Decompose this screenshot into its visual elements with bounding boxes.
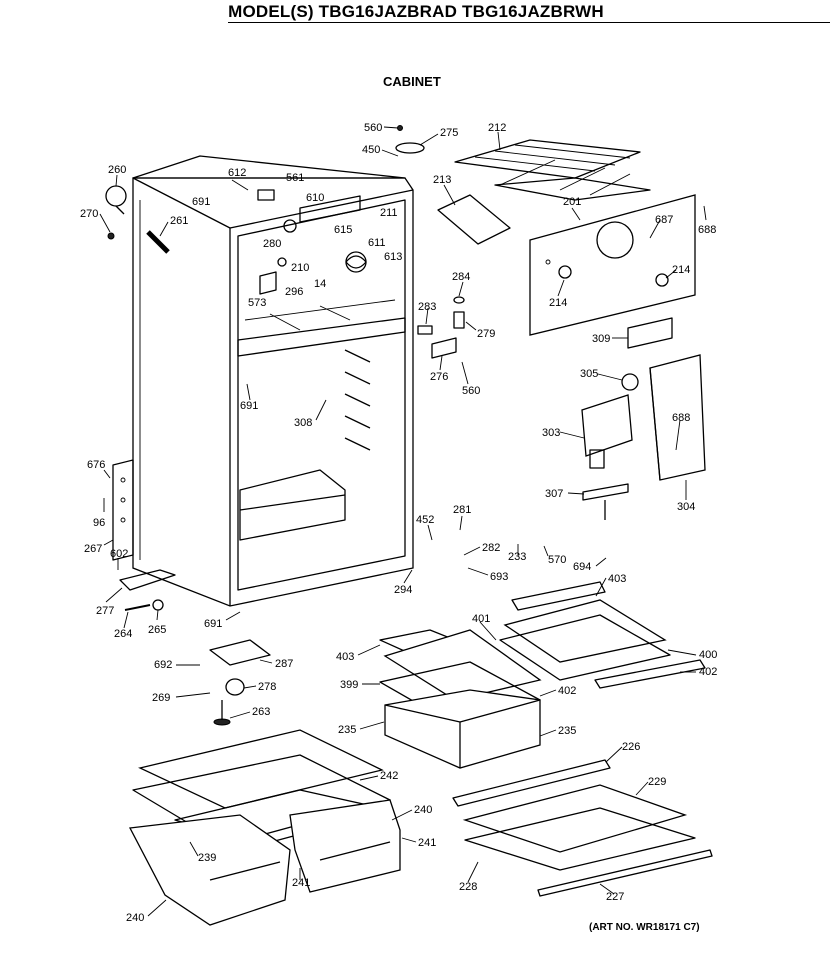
label-241-right: 241 bbox=[418, 837, 436, 849]
label-260: 260 bbox=[108, 164, 126, 176]
label-269: 269 bbox=[152, 692, 170, 704]
label-399: 399 bbox=[340, 679, 358, 691]
label-450: 450 bbox=[362, 144, 380, 156]
label-96: 96 bbox=[93, 517, 105, 529]
label-305: 305 bbox=[580, 368, 598, 380]
label-400: 400 bbox=[699, 649, 717, 661]
label-228: 228 bbox=[459, 881, 477, 893]
label-229: 229 bbox=[648, 776, 666, 788]
art-number: (ART NO. WR18171 C7) bbox=[589, 922, 700, 933]
label-284: 284 bbox=[452, 271, 470, 283]
label-611: 611 bbox=[368, 237, 386, 249]
label-402-left: 402 bbox=[558, 685, 576, 697]
label-296: 296 bbox=[285, 286, 303, 298]
label-275: 275 bbox=[440, 127, 458, 139]
label-687: 687 bbox=[655, 214, 673, 226]
label-403-right: 403 bbox=[608, 573, 626, 585]
label-261: 261 bbox=[170, 215, 188, 227]
label-303: 303 bbox=[542, 427, 560, 439]
label-265: 265 bbox=[148, 624, 166, 636]
label-239: 239 bbox=[198, 852, 216, 864]
label-276: 276 bbox=[430, 371, 448, 383]
label-280: 280 bbox=[263, 238, 281, 250]
label-402-right: 402 bbox=[699, 666, 717, 678]
label-560: 560 bbox=[364, 122, 382, 134]
label-263: 263 bbox=[252, 706, 270, 718]
label-282: 282 bbox=[482, 542, 500, 554]
label-235-right: 235 bbox=[558, 725, 576, 737]
label-573: 573 bbox=[248, 297, 266, 309]
label-688-mid: 688 bbox=[672, 412, 690, 424]
label-267: 267 bbox=[84, 543, 102, 555]
label-691-bottom: 691 bbox=[204, 618, 222, 630]
label-287: 287 bbox=[275, 658, 293, 670]
section-title: CABINET bbox=[383, 74, 441, 89]
label-214-right: 214 bbox=[672, 264, 690, 276]
label-14: 14 bbox=[314, 278, 326, 290]
label-694: 694 bbox=[573, 561, 591, 573]
label-401: 401 bbox=[472, 613, 490, 625]
label-241-left: 241 bbox=[292, 877, 310, 889]
glass-shelves bbox=[379, 581, 713, 897]
label-615: 615 bbox=[334, 224, 352, 236]
label-235-left: 235 bbox=[338, 724, 356, 736]
label-613: 613 bbox=[384, 251, 402, 263]
part-number-labels: 560 275 212 450 260 612 561 270 261 691 … bbox=[80, 122, 717, 924]
label-561: 561 bbox=[286, 172, 304, 184]
top-parts bbox=[105, 125, 696, 359]
label-304: 304 bbox=[677, 501, 695, 513]
label-214-left: 214 bbox=[549, 297, 567, 309]
label-308: 308 bbox=[294, 417, 312, 429]
label-692: 692 bbox=[154, 659, 172, 671]
label-227: 227 bbox=[606, 891, 624, 903]
label-560-mid: 560 bbox=[462, 385, 480, 397]
label-279: 279 bbox=[477, 328, 495, 340]
control-housing-parts bbox=[581, 354, 706, 520]
label-688-top: 688 bbox=[698, 224, 716, 236]
label-226: 226 bbox=[622, 741, 640, 753]
label-233: 233 bbox=[508, 551, 526, 563]
cabinet-body bbox=[112, 155, 414, 607]
label-403-left: 403 bbox=[336, 651, 354, 663]
label-693: 693 bbox=[490, 571, 508, 583]
label-264: 264 bbox=[114, 628, 132, 640]
label-212: 212 bbox=[488, 122, 506, 134]
label-612: 612 bbox=[228, 167, 246, 179]
label-210: 210 bbox=[291, 262, 309, 274]
base-parts bbox=[119, 569, 271, 726]
label-240-left: 240 bbox=[126, 912, 144, 924]
label-570: 570 bbox=[548, 554, 566, 566]
label-309: 309 bbox=[592, 333, 610, 345]
label-283: 283 bbox=[418, 301, 436, 313]
title-underline bbox=[228, 22, 830, 23]
label-294: 294 bbox=[394, 584, 412, 596]
crisper-drawers bbox=[128, 729, 401, 926]
label-307: 307 bbox=[545, 488, 563, 500]
label-691-mid: 691 bbox=[240, 400, 258, 412]
label-676: 676 bbox=[87, 459, 105, 471]
label-277: 277 bbox=[96, 605, 114, 617]
label-610: 610 bbox=[306, 192, 324, 204]
label-213: 213 bbox=[433, 174, 451, 186]
label-201: 201 bbox=[563, 196, 581, 208]
label-270: 270 bbox=[80, 208, 98, 220]
label-211: 211 bbox=[380, 207, 398, 219]
leader-lines bbox=[99, 126, 707, 917]
page-title: MODEL(S) TBG16JAZBRAD TBG16JAZBRWH bbox=[228, 2, 604, 21]
label-281: 281 bbox=[453, 504, 471, 516]
label-602: 602 bbox=[110, 548, 128, 560]
label-452: 452 bbox=[416, 514, 434, 526]
label-691-top: 691 bbox=[192, 196, 210, 208]
label-278: 278 bbox=[258, 681, 276, 693]
label-240-right: 240 bbox=[414, 804, 432, 816]
label-242: 242 bbox=[380, 770, 398, 782]
